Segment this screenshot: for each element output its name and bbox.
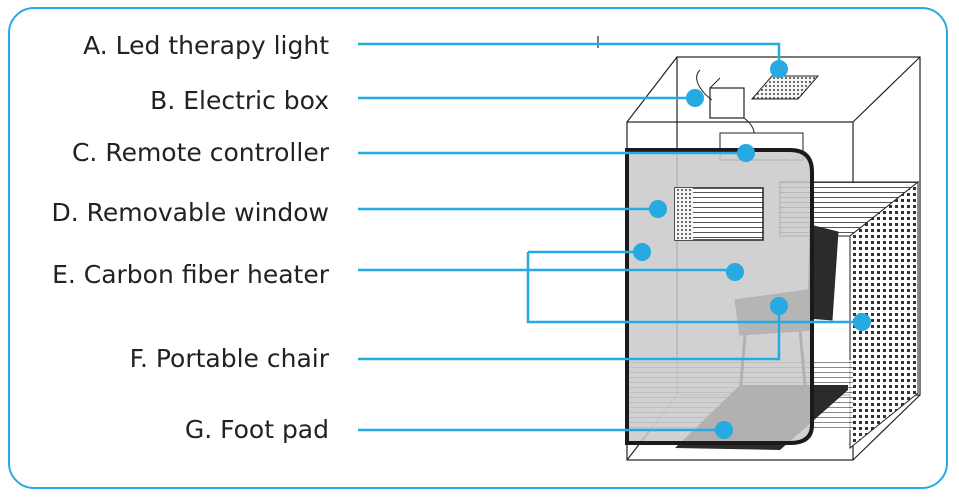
dot-b [686,89,704,107]
label-foot-pad: G. Foot pad [184,415,329,444]
label-electric-box: B. Electric box [150,86,329,115]
dot-d [649,200,667,218]
dot-e2 [726,263,744,281]
electric-box-shape [696,69,756,149]
right-heater-panel [779,180,920,450]
callout-dots [633,60,871,439]
dot-e1 [633,243,651,261]
led-light-shape [750,75,820,100]
dot-f [770,297,788,315]
label-led-therapy-light: A. Led therapy light [83,31,329,60]
label-removable-window: D. Removable window [51,198,329,227]
door-panel [625,148,814,445]
dot-c [737,144,755,162]
dot-g [715,421,733,439]
dot-a [770,60,788,78]
label-portable-chair: F. Portable chair [129,344,329,373]
dot-e3 [853,313,871,331]
label-carbon-fiber-heater: E. Carbon fiber heater [52,260,329,289]
label-remote-controller: C. Remote controller [71,138,329,167]
diagram-frame [8,7,948,489]
